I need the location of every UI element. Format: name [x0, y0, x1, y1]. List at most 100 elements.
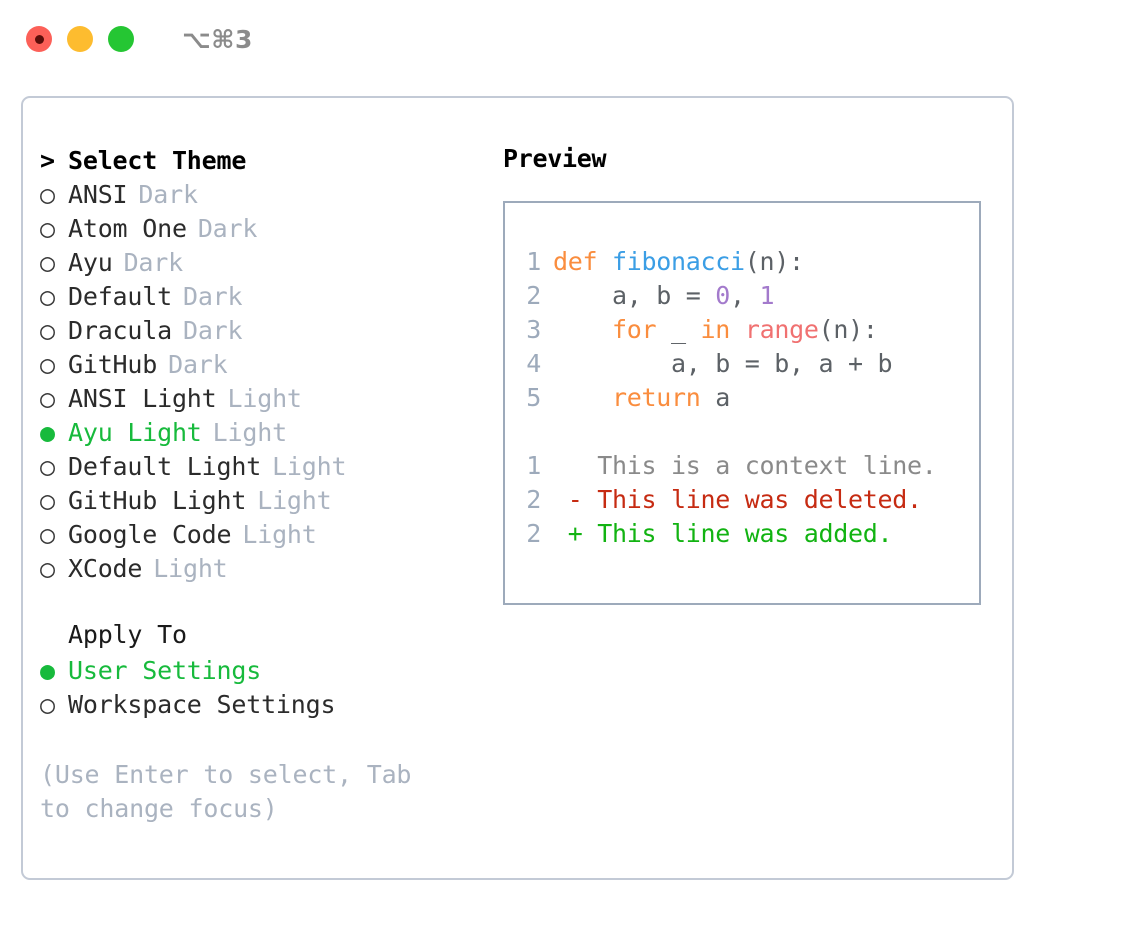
theme-option-ansi-light[interactable]: ○ ANSI Light Light: [40, 382, 485, 416]
theme-option-ansi[interactable]: ○ ANSI Dark: [40, 178, 485, 212]
line-number: 2: [526, 281, 541, 310]
line-number: 4: [526, 349, 541, 378]
theme-option-variant-tag: Dark: [168, 350, 228, 379]
window-controls: [26, 26, 134, 52]
code-line-content: for _ in range(n):: [553, 315, 878, 344]
theme-option-label: Google Code: [68, 520, 232, 549]
radio-unselected-icon: ○: [40, 690, 55, 719]
line-number: 3: [526, 315, 541, 344]
radio-unselected-icon: ○: [40, 554, 55, 583]
code-line: 4 a, b = b, a + b: [505, 349, 979, 383]
code-line-content: a, b = 0, 1: [553, 281, 775, 310]
select-theme-header: > Select Theme: [40, 144, 485, 178]
theme-option-variant-tag: Dark: [123, 248, 184, 277]
code-token: 0: [715, 281, 731, 310]
code-token: in: [700, 315, 731, 344]
preview-title: Preview: [503, 144, 607, 173]
keyboard-shortcut-label: ⌥⌘3: [182, 24, 253, 54]
line-number: 2: [526, 519, 541, 548]
radio-unselected-icon: ○: [40, 350, 55, 379]
code-diff-spacer: [505, 417, 979, 451]
theme-option-label: Default: [68, 282, 172, 311]
radio-unselected-icon: ○: [40, 520, 55, 549]
code-line-content: a, b = b, a + b: [553, 349, 893, 378]
radio-selected-icon: ●: [40, 418, 55, 447]
code-token: return: [612, 383, 701, 412]
theme-option-variant-tag: Light: [227, 384, 302, 413]
line-number: 1: [526, 247, 541, 276]
theme-option-ayu-light[interactable]: ● Ayu Light Light: [40, 416, 485, 450]
select-theme-title: Select Theme: [68, 146, 247, 175]
theme-option-variant-tag: Dark: [182, 316, 243, 345]
code-token: ,: [730, 281, 760, 310]
radio-unselected-icon: ○: [40, 248, 55, 277]
line-number: 5: [526, 383, 541, 412]
apply-to-option-user-settings[interactable]: ● User Settings: [40, 654, 485, 688]
diff-line-content: + This line was added.: [553, 519, 893, 548]
code-token: + This line was added.: [553, 519, 893, 548]
apply-to-title: Apply To: [68, 620, 187, 649]
code-token: This is a context line.: [553, 451, 937, 480]
theme-option-label: Default Light: [68, 452, 262, 481]
radio-selected-icon: ●: [40, 656, 55, 685]
radio-unselected-icon: ○: [40, 486, 55, 515]
close-button[interactable]: [26, 26, 52, 52]
radio-unselected-icon: ○: [40, 214, 55, 243]
code-token: [730, 315, 745, 344]
theme-option-dracula[interactable]: ○ Dracula Dark: [40, 314, 485, 348]
theme-option-label: Ayu Light: [68, 418, 202, 447]
code-line: 3 for _ in range(n):: [505, 315, 979, 349]
theme-option-label: Atom One: [68, 214, 187, 243]
theme-option-github[interactable]: ○ GitHub Dark: [40, 348, 485, 382]
theme-option-label: Ayu: [68, 248, 113, 277]
theme-option-variant-tag: Dark: [138, 180, 198, 209]
code-line-content: return a: [553, 383, 730, 412]
radio-unselected-icon: ○: [40, 180, 55, 209]
code-token: range: [744, 315, 819, 344]
theme-option-default-light[interactable]: ○ Default Light Light: [40, 450, 485, 484]
theme-option-variant-tag: Light: [242, 520, 317, 549]
apply-to-option-label: Workspace Settings: [68, 690, 336, 719]
title-bar: ⌥⌘3: [0, 0, 1140, 78]
apply-to-option-workspace-settings[interactable]: ○ Workspace Settings: [40, 688, 485, 722]
theme-option-ayu[interactable]: ○ Ayu Dark: [40, 246, 485, 280]
prompt-caret-icon: >: [40, 146, 55, 175]
minimize-button[interactable]: [67, 26, 93, 52]
diff-line: 2 - This line was deleted.: [505, 485, 979, 519]
theme-option-google-code[interactable]: ○ Google Code Light: [40, 518, 485, 552]
diff-line-content: - This line was deleted.: [553, 485, 922, 514]
maximize-button[interactable]: [108, 26, 134, 52]
theme-option-variant-tag: Light: [212, 418, 287, 447]
code-token: (n):: [818, 315, 878, 344]
code-line: 2 a, b = 0, 1: [505, 281, 979, 315]
radio-unselected-icon: ○: [40, 316, 55, 345]
theme-option-label: ANSI Light: [68, 384, 217, 413]
theme-option-variant-tag: Light: [272, 452, 347, 481]
code-token: [553, 315, 612, 344]
theme-option-label: GitHub: [68, 350, 158, 379]
theme-option-label: Dracula: [68, 316, 172, 345]
code-line: 1 def fibonacci(n):: [505, 247, 979, 281]
code-line-content: def fibonacci(n):: [553, 247, 804, 276]
apply-to-option-label: User Settings: [68, 656, 262, 685]
radio-unselected-icon: ○: [40, 452, 55, 481]
keyboard-hint: (Use Enter to select, Tab to change focu…: [40, 760, 412, 823]
code-token: - This line was deleted.: [553, 485, 922, 514]
theme-option-label: ANSI: [68, 180, 128, 209]
theme-option-label: XCode: [68, 554, 143, 583]
diff-line-content: This is a context line.: [553, 451, 937, 480]
radio-unselected-icon: ○: [40, 384, 55, 413]
line-number: 1: [526, 451, 541, 480]
code-token: [553, 383, 612, 412]
code-token: 1: [759, 281, 775, 310]
